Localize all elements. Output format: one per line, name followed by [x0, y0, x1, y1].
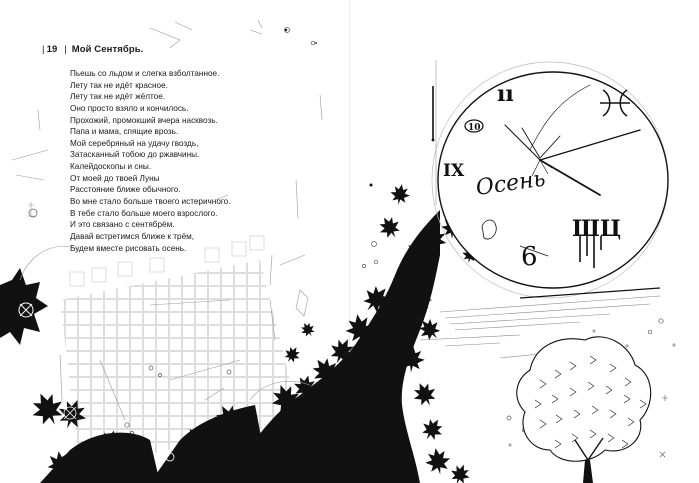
poem-title: Мой Сентябрь. — [71, 44, 144, 55]
poem-line: Давай встретимся ближе к трём, — [70, 231, 195, 241]
page-number: 19 — [46, 44, 58, 55]
header-bar-right: | — [64, 44, 67, 55]
poem-line: Во мне стало больше твоего истеричного. — [70, 197, 231, 207]
compass-marks — [63, 406, 175, 462]
decorative-circles — [28, 27, 664, 435]
poem-line: Мой серебряный на удачу гвоздь, — [70, 138, 199, 148]
poem-line: Прохожий, промокший вчера насквозь. — [70, 115, 218, 125]
poem-line: Лету так не идёт жёлтое. — [70, 92, 166, 102]
arcs — [19, 202, 311, 401]
tree — [516, 336, 652, 483]
sparkles — [508, 329, 676, 458]
poem-line: Оно просто взяло и кончилось. — [70, 103, 189, 113]
poem-line: Калейдоскопы и сны. — [70, 162, 152, 172]
poem: Пьешь со льдом и слегка взболтанное. Лет… — [70, 68, 231, 254]
poem-line: Затасканный тобою до ржавчины. — [70, 150, 200, 160]
streak-lines — [419, 295, 661, 359]
construction-lines — [11, 19, 323, 421]
poem-line: Лету так не идёт красное. — [70, 80, 168, 90]
page-header: |19| Мой Сентябрь. — [40, 44, 143, 55]
poem-line: Будем вместе рисовать осень. — [70, 243, 187, 253]
poem-line: И это связано с сентябрём. — [70, 220, 175, 230]
clock — [431, 61, 669, 299]
large-leaf-left — [0, 268, 48, 345]
poem-line: От моей до твоей Луны — [70, 173, 160, 183]
header-bar-left: | — [42, 44, 45, 55]
poem-line: В тебе стало больше моего взрослого. — [70, 208, 218, 218]
poem-line: Расстояние ближе обычного. — [70, 185, 181, 195]
poem-line: Пьешь со льдом и слегка взболтанное. — [70, 69, 220, 78]
leaf-cascade — [25, 182, 480, 483]
poem-line: Папа и мама, спящие врозь. — [70, 127, 179, 137]
